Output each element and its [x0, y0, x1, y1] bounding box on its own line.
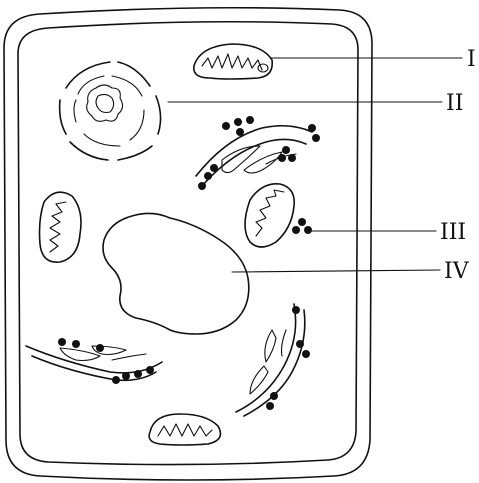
nucleus — [60, 62, 161, 160]
cell-membrane — [18, 22, 358, 465]
mitochondrion-bottom — [149, 414, 220, 445]
label-mitochondrion: I — [467, 47, 476, 72]
rough-er-lower-right — [236, 304, 310, 416]
mitochondrion-left — [40, 192, 82, 262]
rough-er-lower-left — [26, 338, 162, 384]
free-ribosomes — [292, 218, 312, 234]
mitochondrion-right — [245, 184, 294, 247]
label-vacuole: IV — [444, 259, 470, 284]
leader-line-vacuole — [232, 270, 440, 272]
label-nucleus: II — [446, 91, 463, 116]
cell-wall-outer — [4, 8, 372, 480]
label-ribosome: III — [440, 220, 466, 245]
rough-er-upper — [196, 116, 320, 190]
mitochondrion-top — [194, 44, 272, 79]
vacuole — [103, 213, 249, 334]
